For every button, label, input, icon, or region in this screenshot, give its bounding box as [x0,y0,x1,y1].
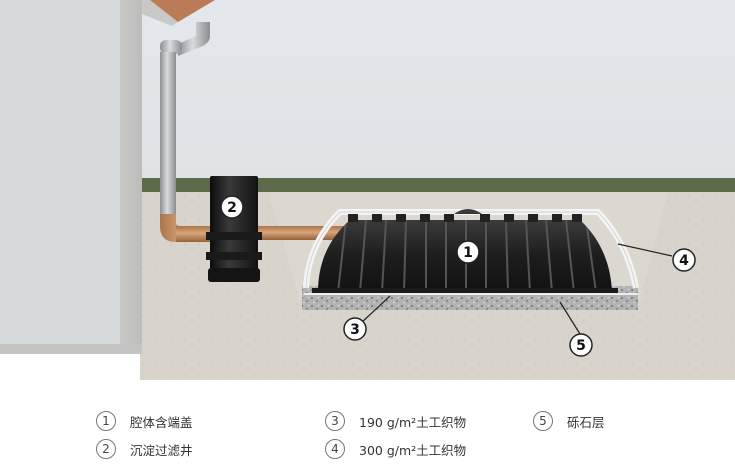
callout-1: 1 [456,240,480,264]
filter-well [210,176,258,280]
leader-line-4 [617,243,673,257]
svg-text:4: 4 [679,253,689,269]
downpipe-bend [160,40,182,54]
tank-top-teeth [348,214,582,222]
legend: 1 腔体含端盖 2 沉淀过滤井 3 190 g/m²土工织物 4 300 g/m… [0,380,735,474]
legend-item-4: 4 300 g/m²土工织物 [325,438,466,460]
tank-top-port [454,209,482,214]
legend-number: 2 [96,439,116,459]
roof-gutter [150,0,215,22]
tank-base [312,288,618,294]
legend-number: 1 [96,411,116,431]
filter-well-ring [206,252,262,260]
svg-text:2: 2 [227,200,237,216]
legend-label: 砾石层 [567,414,605,430]
svg-text:5: 5 [576,338,586,354]
callout-3: 3 [343,317,367,341]
leader-line-3 [359,295,391,325]
legend-label: 190 g/m²土工织物 [359,414,467,430]
grass-strip [140,178,735,192]
svg-text:3: 3 [350,322,360,338]
legend-item-2: 2 沉淀过滤井 [96,438,193,460]
legend-number: 3 [325,411,345,431]
outlet-pipe [252,226,344,240]
building-wall [120,0,142,352]
building-foundation [0,344,142,354]
legend-item-1: 1 腔体含端盖 [96,410,193,432]
callout-2: 2 [220,195,244,219]
filter-well-ring [206,232,262,240]
legend-item-5: 5 砾石层 [533,410,605,432]
leader-line-5 [559,301,581,335]
legend-number: 5 [533,411,553,431]
legend-number: 4 [325,439,345,459]
downpipe [160,52,176,220]
callout-5: 5 [569,333,593,357]
svg-text:1: 1 [463,245,473,261]
legend-label: 腔体含端盖 [130,414,193,430]
tank-ribs [337,220,597,292]
legend-label: 300 g/m²土工织物 [359,442,467,458]
cross-section-diagram: 1 2 3 4 5 [0,0,735,380]
filter-well-base [208,268,260,282]
legend-item-3: 3 190 g/m²土工织物 [325,410,466,432]
downpipe-elbow [178,22,210,56]
legend-label: 沉淀过滤井 [130,442,193,458]
building-interior [0,0,124,352]
callout-4: 4 [672,248,696,272]
